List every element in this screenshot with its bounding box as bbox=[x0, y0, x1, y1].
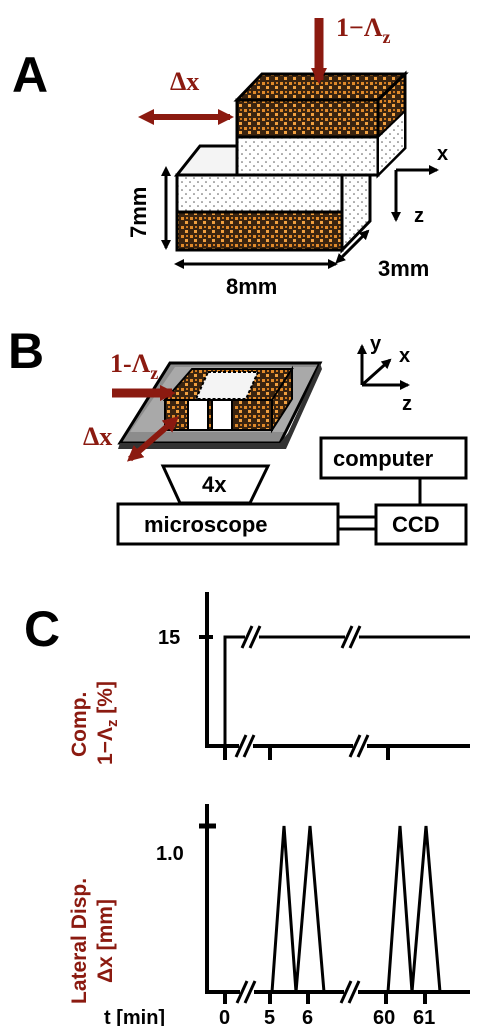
xtick-label-60: 60 bbox=[373, 1007, 395, 1026]
panel-a: A 1−Λz Δx x z 7mm bbox=[12, 13, 448, 299]
axes-xz: x z bbox=[391, 143, 448, 227]
ccd-box bbox=[374, 503, 468, 546]
stage-shear-label: Δx bbox=[83, 422, 112, 451]
xtick-label-0: 0 bbox=[219, 1007, 230, 1026]
compression-ytick-label: 15 bbox=[158, 627, 180, 649]
panel-a-letter: A bbox=[12, 47, 48, 103]
objective-label: 4x bbox=[202, 472, 227, 497]
axes-xyz: y x z bbox=[357, 333, 412, 415]
displacement-timeline: Lateral Disp. Δx [mm] 1.0 bbox=[68, 804, 470, 1026]
sample-on-stage bbox=[162, 365, 294, 434]
axis-x-label-b: x bbox=[399, 345, 410, 367]
shear-label: Δx bbox=[170, 67, 199, 96]
stage-shear-arrow bbox=[126, 416, 180, 462]
computer-box bbox=[319, 436, 468, 480]
compression-ylabel-line2: 1−Λz [%] bbox=[94, 681, 121, 765]
microscope-box bbox=[116, 502, 340, 546]
compression-ylabel: Comp. bbox=[68, 692, 91, 757]
depth-label: 3mm bbox=[378, 256, 429, 281]
displacement-ylabel: Lateral Disp. bbox=[68, 878, 91, 1004]
time-axis-label: t [min] bbox=[104, 1007, 165, 1026]
lower-sample-block bbox=[173, 142, 374, 254]
height-label: 7mm bbox=[126, 187, 151, 238]
xtick-label-6: 6 bbox=[302, 1007, 313, 1026]
microscope-label: microscope bbox=[144, 512, 268, 537]
compression-label: 1−Λz bbox=[336, 13, 390, 47]
displacement-ylabel-line2: Δx [mm] bbox=[94, 899, 117, 983]
compression-step-line bbox=[207, 635, 470, 748]
panel-c: C Comp. 1−Λz [%] 15 bbox=[24, 592, 470, 1026]
compression-timeline: Comp. 1−Λz [%] 15 bbox=[68, 592, 470, 765]
xtick-label-61: 61 bbox=[413, 1007, 435, 1026]
computer-label: computer bbox=[333, 446, 434, 471]
axis-x-label: x bbox=[437, 143, 448, 165]
axis-break-marks bbox=[234, 625, 370, 758]
displacement-pulses-60min bbox=[386, 825, 442, 993]
displacement-pulses-5min bbox=[270, 825, 326, 993]
depth-dimension-arrow bbox=[335, 229, 370, 264]
panel-c-letter: C bbox=[24, 601, 60, 657]
panel-b: B 1-Λz Δx y x z 4x bbox=[8, 323, 468, 546]
ccd-label: CCD bbox=[392, 512, 440, 537]
upper-sample-block bbox=[233, 70, 409, 179]
length-label: 8mm bbox=[226, 274, 277, 299]
axis-z-label-b: z bbox=[402, 393, 412, 415]
axis-z-label: z bbox=[414, 205, 424, 227]
displacement-ytick-label: 1.0 bbox=[156, 843, 184, 865]
panel-b-letter: B bbox=[8, 323, 44, 379]
stage-compression-label: 1-Λz bbox=[110, 349, 158, 383]
xtick-label-5: 5 bbox=[264, 1007, 275, 1026]
axis-y-label: y bbox=[370, 333, 382, 355]
